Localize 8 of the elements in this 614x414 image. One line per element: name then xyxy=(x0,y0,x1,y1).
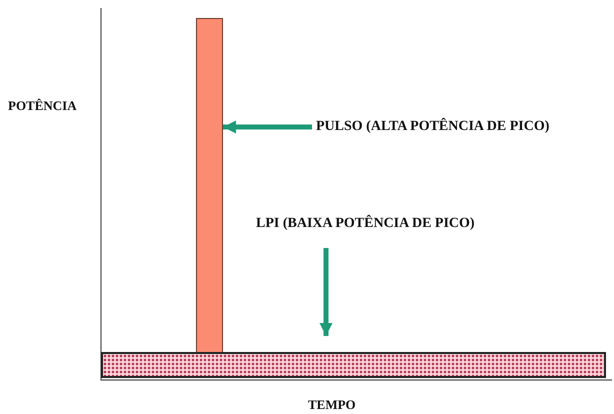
arrow xyxy=(320,248,332,336)
axis-title: TEMPO xyxy=(308,397,356,413)
arrow xyxy=(223,120,312,134)
textured-bar xyxy=(101,352,606,378)
pulse-bar xyxy=(196,18,223,353)
callout-text: PULSO (ALTA POTÊNCIA DE PICO) xyxy=(316,119,550,135)
callout-text: LPI (BAIXA POTÊNCIA DE PICO) xyxy=(256,216,475,232)
axis-title: POTÊNCIA xyxy=(8,98,77,114)
